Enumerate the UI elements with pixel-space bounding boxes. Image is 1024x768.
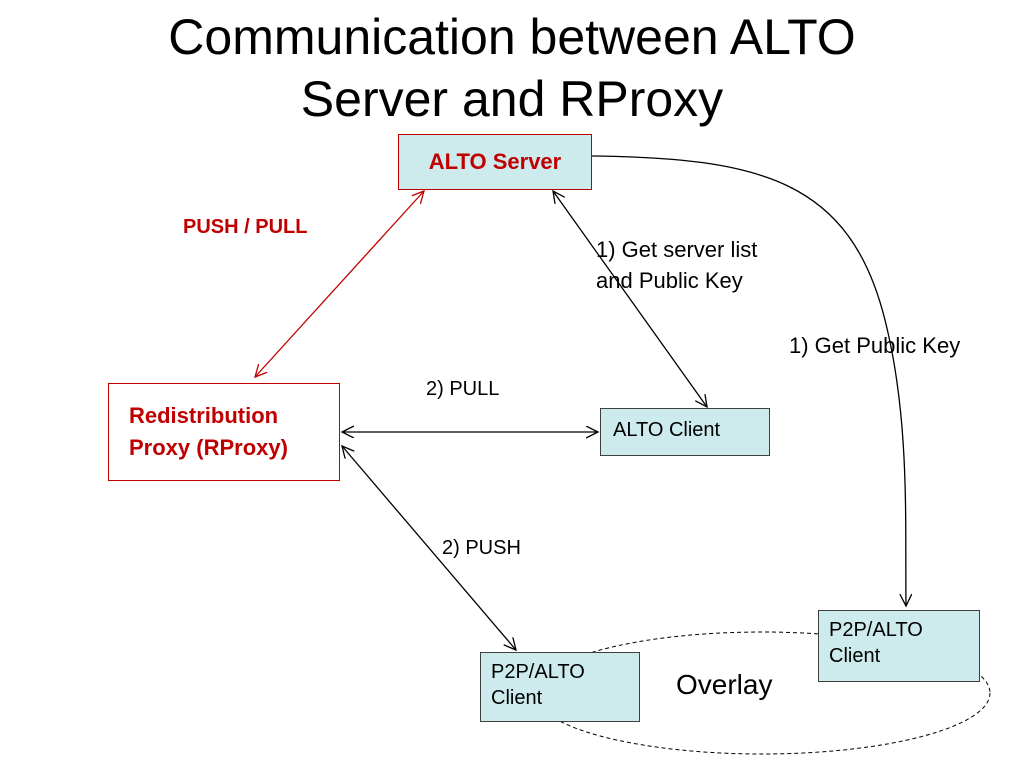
overlay-label: Overlay — [676, 669, 773, 700]
title-line-1: Communication between ALTO — [168, 9, 856, 65]
rproxy-label-line-1: Redistribution — [129, 403, 279, 428]
pull-label: 2) PULL — [426, 378, 500, 400]
get-server-list-line-2: and Public Key — [596, 268, 743, 293]
get-server-list-label: 1) Get server list and Public Key — [596, 234, 757, 296]
push-pull-label: PUSH / PULL — [183, 216, 308, 238]
title-line-2: Server and RProxy — [300, 71, 724, 127]
alto-server-label: ALTO Server — [428, 149, 562, 174]
alto-client-label: ALTO Client — [613, 419, 721, 441]
p2p-left-label-line-2: Client — [491, 687, 543, 709]
rproxy-node: Redistribution Proxy (RProxy) — [108, 383, 340, 481]
alto-client-node: ALTO Client — [600, 408, 770, 456]
p2p-left-label-line-1: P2P/ALTO — [491, 661, 585, 683]
slide-title: Communication between ALTO Server and RP… — [0, 6, 1024, 130]
p2p-right-label-line-1: P2P/ALTO — [829, 619, 923, 641]
rproxy-label-line-2: Proxy (RProxy) — [129, 435, 288, 460]
get-public-key-label: 1) Get Public Key — [789, 333, 961, 358]
server-client-arrow — [553, 191, 707, 407]
p2p-right-label-line-2: Client — [829, 645, 881, 667]
push-arrow — [342, 446, 516, 650]
push-pull-arrow — [255, 191, 424, 377]
p2p-alto-client-right-node: P2P/ALTO Client — [818, 610, 980, 682]
push-label: 2) PUSH — [442, 537, 521, 559]
public-key-arrow — [591, 155, 906, 606]
alto-server-node: ALTO Server — [398, 134, 592, 190]
p2p-alto-client-left-node: P2P/ALTO Client — [480, 652, 640, 722]
get-server-list-line-1: 1) Get server list — [596, 237, 758, 262]
